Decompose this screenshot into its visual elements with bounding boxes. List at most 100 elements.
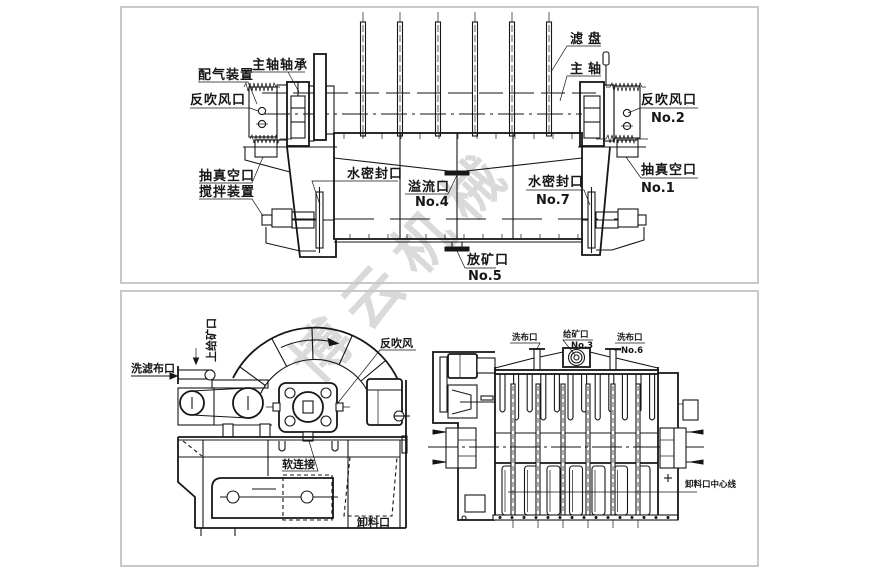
discharge-port-flange <box>444 246 470 252</box>
left-bearing-flange <box>445 427 459 469</box>
upper-filter-slot <box>621 374 628 421</box>
agitator-end-box <box>261 214 273 226</box>
label-water-seal-left: 水密封口 <box>347 166 403 182</box>
side-bracket <box>401 435 408 454</box>
left-drive-assembly <box>243 53 337 258</box>
handle-knob <box>602 51 610 66</box>
leader-discharge-port <box>456 250 496 269</box>
label-top-feed-port: 上给矿口 <box>204 318 218 362</box>
upper-filter-slot <box>526 374 533 413</box>
right-frame <box>658 372 679 520</box>
bolt-icon <box>320 415 332 427</box>
drain-cup <box>278 441 286 452</box>
feed-port-ring <box>570 351 583 364</box>
bearing-inner <box>290 95 306 139</box>
label-backblow-port-left: 反吹风口 <box>190 92 246 108</box>
label-discharge-port: 放矿口 <box>466 252 509 268</box>
tank-roof <box>615 357 659 369</box>
motor <box>366 378 410 426</box>
leader-water-seal-right <box>526 189 591 206</box>
label-feed-port-number: No.3 <box>571 341 593 351</box>
label-cloth-wash-port: 洗滤布口 <box>131 361 175 375</box>
vacuum-port-left <box>254 139 278 158</box>
label-backblow: 反吹风 <box>380 336 413 350</box>
leader-overflow-port <box>405 174 458 195</box>
unload-hopper-hidden <box>343 456 398 517</box>
rotation-arrow-head-icon <box>327 337 340 347</box>
spring-coil-top <box>243 81 280 92</box>
vacuum-port-right <box>616 139 639 158</box>
leader-main-bearing <box>287 71 300 93</box>
bolt-icon <box>284 387 296 399</box>
label-overflow-port-number: No.4 <box>415 195 449 210</box>
label-main-shaft: 主轴 <box>570 61 606 77</box>
bolt-icon <box>284 415 296 427</box>
leader-soft-connection <box>282 440 319 472</box>
label-unload-port: 卸料口 <box>357 515 390 529</box>
top-view-labels: 洗布口 给矿口 No.3 洗布口 No.6 卸料口中心线 <box>510 329 737 490</box>
right-box <box>682 399 699 421</box>
base-bolt <box>570 516 574 519</box>
leader-vacuum-port-left <box>199 156 264 184</box>
drive-motor <box>447 353 478 379</box>
drain-cup <box>331 441 339 452</box>
label-cloth-wash-left: 洗布口 <box>512 332 538 343</box>
arrow-right-icon <box>169 372 179 380</box>
label-vacuum-port-left: 抽真空口 <box>199 168 255 184</box>
overflow-port <box>444 170 470 176</box>
side-view-drawing: 洗滤布口 上给矿口 反吹风 软连接 卸料口 <box>120 290 759 567</box>
base-bolt <box>582 516 586 519</box>
hidden-box <box>282 474 333 521</box>
front-view-drawing: 滤盘 主轴 配气装置 主轴轴承 反吹风口 抽真空口 搅拌装置 反吹风口 No.2… <box>120 6 759 284</box>
front-view-frame <box>120 6 759 284</box>
coupling <box>476 357 496 374</box>
filter-disc <box>471 12 479 137</box>
lower-pulley <box>300 490 314 504</box>
tank-roof <box>539 351 564 358</box>
feed-port-ring <box>573 354 580 361</box>
overflow-port-flange <box>444 170 470 176</box>
shaft-coupling <box>480 395 494 401</box>
disc-sector-divider <box>271 338 288 368</box>
label-feed-port: 给矿口 <box>563 329 589 340</box>
right-side-equipment <box>508 372 704 520</box>
leader-agitator <box>199 198 264 217</box>
agitator-gear-left <box>291 211 315 229</box>
lever-arm-edge <box>191 414 249 419</box>
disc-sector-divider <box>338 335 353 366</box>
wash-pipe-right <box>609 348 617 372</box>
lever-arm-edge <box>191 387 249 392</box>
base-bolt <box>546 516 550 519</box>
air-inlet-arrow-icon <box>690 429 704 435</box>
hopper-left <box>286 146 337 258</box>
leader-air-distributor <box>198 81 258 105</box>
filter-disc <box>434 12 442 137</box>
front-view-labels: 滤盘 主轴 配气装置 主轴轴承 反吹风口 抽真空口 搅拌装置 反吹风口 No.2… <box>190 31 698 284</box>
disc-sector-divider <box>239 366 267 387</box>
lower-filter-cup <box>546 465 561 516</box>
tank-roof <box>589 351 611 358</box>
side-view-body <box>177 380 408 536</box>
shaft-hub <box>325 85 335 135</box>
agitator-base-right <box>596 227 645 251</box>
base-bolt <box>642 516 646 519</box>
drive-side-equipment <box>432 351 496 521</box>
backblow-valve-icon <box>257 106 267 116</box>
filter-disc <box>508 12 516 137</box>
base-bolt <box>654 516 658 519</box>
label-main-bearing: 主轴轴承 <box>252 57 308 73</box>
bearing-inner <box>583 95 601 139</box>
lower-filter-cup <box>568 465 584 516</box>
left-bearing <box>457 427 477 469</box>
disc-inner-arc <box>257 358 368 401</box>
label-agitator: 搅拌装置 <box>199 184 255 200</box>
feed-port-ring <box>567 348 586 367</box>
label-soft-connection: 软连接 <box>282 457 315 471</box>
filter-disc <box>359 12 367 137</box>
label-air-distributor: 配气装置 <box>198 67 254 83</box>
filter-disc <box>396 12 404 137</box>
base-bolt <box>498 516 502 519</box>
upper-filter-slot <box>567 374 574 421</box>
agitator-end-box <box>637 214 647 226</box>
